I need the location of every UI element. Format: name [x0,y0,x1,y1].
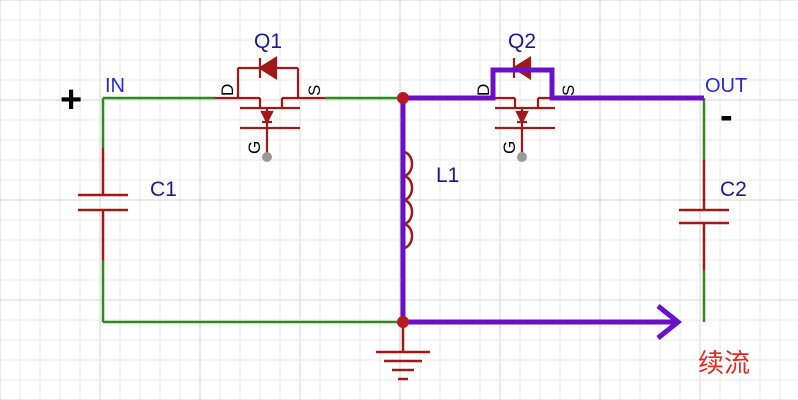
c1-capacitor [78,148,128,260]
c2-label: C2 [720,178,747,201]
q2-gate-pin [517,152,527,162]
in-label: IN [105,75,125,97]
q1-gate-label: G [245,141,264,154]
q2-gate-label: G [500,141,519,154]
junction-node-bottom [397,316,409,328]
q1-drain-label: D [218,84,237,96]
junction-node-top [397,92,409,104]
q2-mosfet [470,56,580,156]
q2-drain-label: D [474,84,493,96]
q2-source-label: S [559,85,578,96]
plus-sign: + [60,79,82,121]
current-arrow-head [656,304,683,340]
wires [101,96,706,324]
q1-source-label: S [305,85,324,96]
out-label: OUT [705,75,747,97]
ground-symbol [376,322,430,381]
minus-sign: - [720,95,733,137]
q2-label: Q2 [508,30,536,53]
q1-mosfet [215,56,325,156]
l1-label: L1 [436,164,459,187]
c1-label: C1 [150,178,177,201]
q1-gate-pin [262,152,272,162]
q1-label: Q1 [254,30,282,53]
freewheel-current-path [400,67,704,340]
c2-capacitor [679,160,729,270]
freewheel-caption: 续流 [698,348,750,378]
